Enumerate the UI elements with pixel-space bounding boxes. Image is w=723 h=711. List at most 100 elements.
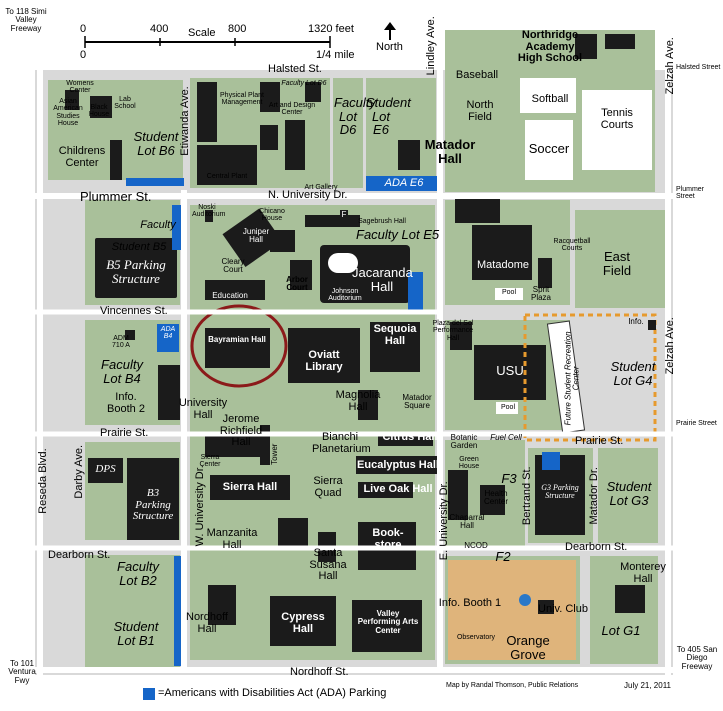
magnolia-hall: Magnolia Hall <box>335 389 381 413</box>
bayramian-hall: Bayramian Hall <box>208 335 266 344</box>
north-label: North <box>376 41 403 53</box>
eucalyptus-hall: Eucalyptus Hall <box>357 459 439 471</box>
street-darby: Darby Ave. <box>73 444 86 499</box>
sierra-hall: Sierra Hall <box>222 481 278 493</box>
street-vincennes: Vincennes St. <box>100 305 168 317</box>
bayramian-highlight-circle <box>190 304 288 388</box>
scale-tick-800: 800 <box>228 23 247 35</box>
university-hall: University Hall <box>178 397 228 421</box>
sierra-quad: Sierra Quad <box>313 475 343 499</box>
to-405-label: To 405 San Diego Freeway <box>676 645 718 671</box>
northridge-academy: Northridge Academy High School <box>517 29 583 65</box>
to-118-label: To 118 Simi Valley Freeway <box>5 7 47 33</box>
g3-parking-structure: G3 Parking Structure <box>541 483 579 501</box>
ada-e6-label: ADA E6 <box>384 177 424 189</box>
faculty-lot-d6: Faculty Lot D6 <box>334 95 376 138</box>
chaparral-hall: Chaparral Hall <box>449 513 485 531</box>
childrens-center: Childrens Center <box>58 145 106 169</box>
f2-label: F2 <box>495 549 511 564</box>
bookstore: Book-store <box>372 527 404 551</box>
info-east: Info. <box>628 317 644 326</box>
street-lindley: Lindley Ave. <box>425 16 438 76</box>
legend-credit: Map by Randal Thomson, Public Relations <box>446 682 579 689</box>
lot-g1: Lot G1 <box>601 623 641 638</box>
scale-mile-quarter: 1/4 mile <box>316 49 355 61</box>
pool-north: Pool <box>501 289 516 296</box>
student-lot-b1: Student Lot B1 <box>113 619 159 648</box>
valley-performing-arts-center: Valley Performing Arts Center <box>357 609 419 635</box>
art-design-center: Art and Design Center <box>268 102 316 117</box>
faculty-lot-b4: Faculty Lot B4 <box>101 357 143 386</box>
santa-susana-hall: Santa Susana Hall <box>309 547 347 583</box>
baseball: Baseball <box>455 69 499 81</box>
north-field: North Field <box>466 99 494 123</box>
street-tower: Tower <box>269 443 279 465</box>
scale-tick-1320: 1320 feet <box>308 23 354 35</box>
noski-auditorium: Noski Auditorium <box>192 204 226 219</box>
street-nordhoff: Nordhoff St. <box>290 666 349 678</box>
nordhoff-hall: Nordhoff Hall <box>186 611 228 635</box>
plummer-street-label: Plummer Street <box>676 186 705 201</box>
street-dearborn: Dearborn St. <box>48 549 111 561</box>
pool-usu: Pool <box>500 404 515 411</box>
matadome: Matadome <box>477 259 529 271</box>
monterey-hall: Monterey Hall <box>620 561 666 585</box>
f-marker: F <box>341 210 347 219</box>
faculty-label-b5: Faculty <box>140 219 176 231</box>
student-lot-e6: Student Lot E6 <box>366 95 411 138</box>
f3-label: F3 <box>501 471 517 486</box>
ada-b6 <box>126 178 184 186</box>
street-prairie-east: Prairie St. <box>575 435 624 447</box>
street-dearborn-east: Dearborn St. <box>565 541 628 553</box>
soccer: Soccer <box>528 141 570 156</box>
ada-b4: ADA B4 <box>160 326 176 341</box>
student-lot-b6: Student Lot B6 <box>133 129 179 158</box>
citrus-hall: Citrus Hall <box>382 431 438 443</box>
scale-tick-0: 0 <box>80 23 87 35</box>
halsted-street-label: Halsted Street <box>676 64 721 71</box>
street-halsted: Halsted St. <box>268 63 322 75</box>
arbor-court: Arbor Court <box>286 275 308 293</box>
info-booth-2: Info. Booth 2 <box>107 391 145 415</box>
lab-school: Lab School <box>114 96 136 111</box>
future-rec-center: Future Student Recreation Center <box>563 331 581 426</box>
faculty-lot-b2: Faculty Lot B2 <box>117 559 159 588</box>
central-plant: Central Plant <box>206 173 248 180</box>
street-zelzah-mid: Zelzah Ave. <box>664 317 677 375</box>
matador-square: Matador Square <box>402 393 432 411</box>
scale-tick-400: 400 <box>150 23 169 35</box>
adm-710a: ADM 710 A <box>112 335 130 350</box>
tennis-courts: Tennis Courts <box>600 107 634 131</box>
orange-grove-trees <box>448 560 576 660</box>
rec-center-outline <box>523 313 657 442</box>
scale-label: Scale <box>188 27 216 39</box>
ada-e6 <box>366 176 441 191</box>
bianchi-planetarium: Bianchi Planetarium <box>312 431 371 455</box>
softball: Softball <box>531 93 569 105</box>
chicano-house: Chicano House <box>259 208 285 223</box>
oviatt-library: Oviatt Library <box>305 349 343 373</box>
prairie-street-label: Prairie Street <box>676 420 717 427</box>
legend-ada-swatch <box>143 688 155 700</box>
asian-american-house: Asian American Studies House <box>53 98 83 128</box>
street-plummer: Plummer St. <box>80 189 152 204</box>
student-lot-b5: Student B5 <box>111 241 167 253</box>
cypress-hall: Cypress Hall <box>281 611 325 635</box>
legend-date: July 21, 2011 <box>624 681 671 690</box>
black-house: Black House <box>88 104 110 119</box>
jacaranda-hall: Jacaranda Hall <box>352 265 413 294</box>
physical-plant: Physical Plant Management <box>220 92 264 107</box>
botanic-garden: Botanic Garden <box>450 433 478 451</box>
juniper-hall: Juniper Hall <box>242 227 270 245</box>
green-house: Green House <box>458 456 480 471</box>
street-bertrand: Bertrand St. <box>521 466 534 526</box>
matador-hall: Matador Hall <box>424 137 476 166</box>
womens-center: Womens Center <box>66 80 94 95</box>
art-gallery: Art Gallery <box>304 184 338 191</box>
sierra-center: Sierra Center <box>199 454 221 469</box>
faculty-lot-e5: Faculty Lot E5 <box>356 227 440 242</box>
plaza-del-sol: Plaza del Sol Performance Hall <box>432 320 474 342</box>
street-reseda: Reseda Blvd. <box>37 448 50 514</box>
orange-grove: Orange Grove <box>506 633 550 662</box>
